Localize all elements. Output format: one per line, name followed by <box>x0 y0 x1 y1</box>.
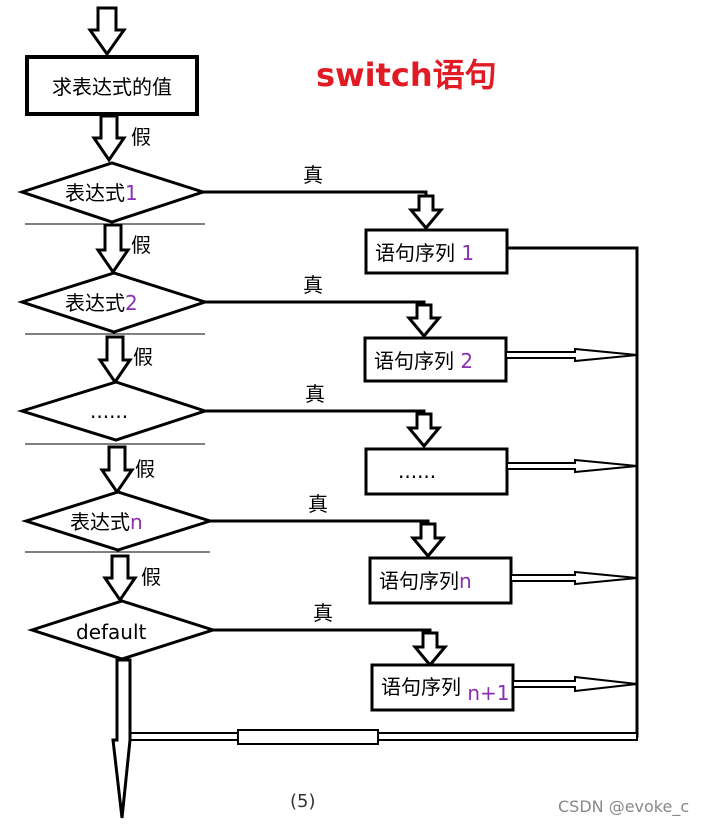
true-arrows <box>405 194 449 668</box>
false-arrow-2 <box>95 223 131 275</box>
entry-arrow <box>87 6 127 57</box>
condition-label-1: 表达式1 <box>65 181 138 205</box>
true-label-1: 真 <box>303 163 323 187</box>
merge-arrow-2 <box>505 347 638 363</box>
condition-diamonds <box>16 161 218 661</box>
false-label-1: 假 <box>131 125 151 149</box>
true-label-3: 真 <box>305 382 325 406</box>
statement-label-3: ...... <box>398 459 436 483</box>
false-arrow-1 <box>91 114 127 163</box>
statement-label-4: 语句序列n <box>379 569 472 593</box>
merge-arrow-3 <box>506 458 638 474</box>
false-arrow-4 <box>99 445 135 495</box>
true-arrow-1 <box>407 194 445 231</box>
statement-label-5: 语句序列 n+1 <box>381 675 510 705</box>
statement-box-2 <box>363 336 508 383</box>
merge-arrow-4 <box>510 570 638 586</box>
false-arrow-3 <box>97 335 133 385</box>
diagram-title: switch语句 <box>316 56 497 94</box>
condition-label-2: 表达式2 <box>65 291 138 315</box>
false-label-5: 假 <box>141 565 161 589</box>
statement-boxes <box>363 228 515 712</box>
true-arrow-4 <box>409 522 447 559</box>
merge-arrows <box>505 347 638 693</box>
true-label-4: 真 <box>308 492 328 516</box>
exit-arrow <box>111 658 132 819</box>
false-label-4: 假 <box>135 457 155 481</box>
start-box <box>25 55 199 116</box>
start-box-label: 求表达式的值 <box>52 75 172 99</box>
true-arrow-2 <box>405 303 443 339</box>
true-arrow-3 <box>405 412 443 449</box>
bottom-return <box>129 729 638 745</box>
statement-box-3 <box>364 447 509 496</box>
merge-arrow-5 <box>512 675 638 693</box>
condition-label-4: 表达式n <box>70 510 143 534</box>
false-label-3: 假 <box>133 345 153 369</box>
true-label-2: 真 <box>303 273 323 297</box>
separator-lines <box>25 223 210 553</box>
false-label-2: 假 <box>131 233 151 257</box>
false-arrows <box>91 114 138 603</box>
statement-label-2: 语句序列 2 <box>374 349 473 373</box>
true-label-5: 真 <box>313 601 333 625</box>
true-arrow-5 <box>411 631 449 668</box>
figure-caption: (5) <box>290 791 316 812</box>
statement-box-4 <box>368 556 513 605</box>
statement-label-1: 语句序列 1 <box>375 241 474 265</box>
watermark: CSDN @evoke_c <box>558 797 689 817</box>
condition-label-5: default <box>76 620 147 644</box>
condition-label-3: ...... <box>90 399 128 423</box>
statement-box-1 <box>364 228 509 275</box>
false-arrow-5 <box>102 554 138 603</box>
